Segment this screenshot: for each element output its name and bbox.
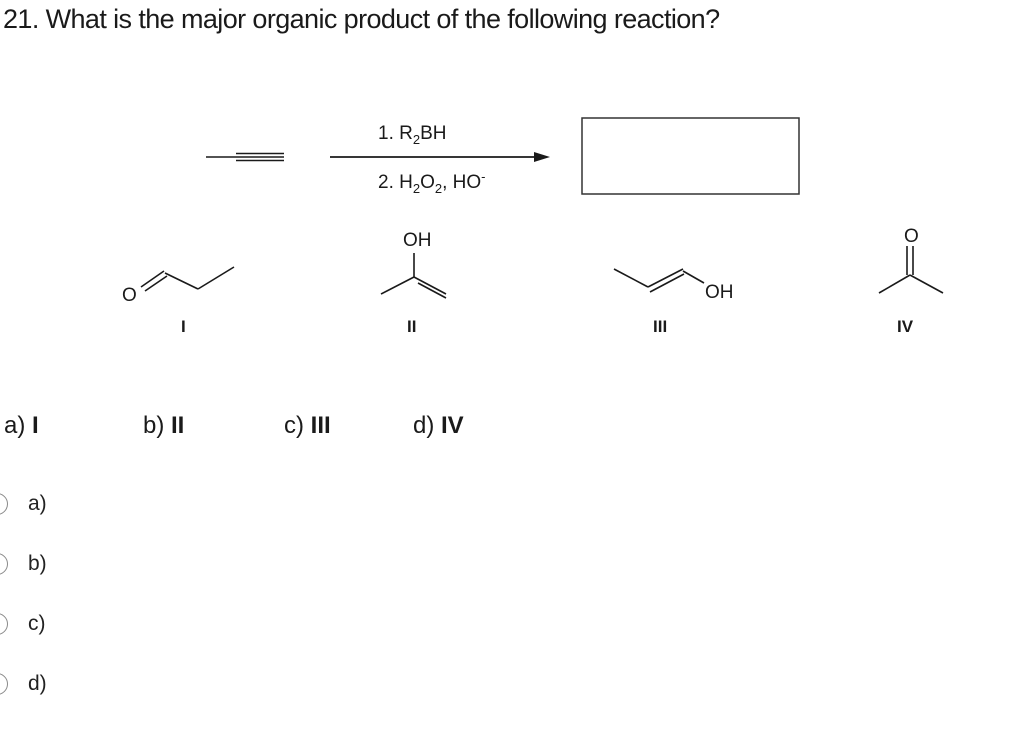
answer-option-c-label: c) [28, 612, 46, 635]
structure-iv-acetone: O IV [878, 226, 944, 336]
choice-key-c-numeral: III [310, 412, 331, 439]
answer-option-d[interactable]: d) [0, 670, 120, 700]
radio-button-b[interactable] [0, 553, 8, 575]
structure-i-oxygen: O [122, 285, 137, 306]
structure-iv-oxygen: O [904, 226, 919, 247]
choice-key-c: c) III [284, 412, 331, 440]
choice-key-d: d) IV [413, 412, 464, 440]
answer-option-a[interactable]: a) [0, 490, 120, 520]
choice-key-c-letter: c) [284, 412, 304, 439]
reaction-arrow [330, 152, 550, 162]
structure-iii-label: III [653, 317, 667, 336]
choice-key-a: a) I [4, 412, 39, 440]
choice-key-b-letter: b) [143, 412, 165, 439]
structure-ii-enol: OH II [380, 230, 447, 336]
choice-key-b: b) II [143, 412, 184, 440]
choice-key-d-letter: d) [413, 412, 435, 439]
structure-iii-hydroxyl: OH [705, 282, 734, 303]
question-text: 21. What is the major organic product of… [3, 4, 720, 34]
answer-option-c[interactable]: c) [0, 610, 120, 640]
reagent-step-1: 1. R2BH [378, 123, 447, 147]
radio-button-a[interactable] [0, 493, 8, 515]
reagent-step-2: 2. H2O2, HO- [378, 169, 486, 196]
structure-i-propanal: O I [122, 266, 235, 336]
answer-option-b[interactable]: b) [0, 550, 120, 580]
answer-option-b-label: b) [28, 552, 47, 575]
radio-button-d[interactable] [0, 673, 8, 695]
choice-key-a-numeral: I [32, 412, 39, 439]
structure-iv-label: IV [897, 317, 914, 336]
product-answer-box [581, 117, 800, 195]
reaction-scheme: 1. R2BH 2. H2O2, HO- O I OH II [122, 117, 944, 336]
structure-ii-hydroxyl: OH [403, 230, 432, 251]
answer-option-d-label: d) [28, 672, 47, 695]
structure-i-label: I [181, 317, 186, 336]
structure-iii-enol: OH III [613, 268, 734, 336]
answer-option-a-label: a) [28, 492, 47, 515]
choice-key-a-letter: a) [4, 412, 26, 439]
radio-button-c[interactable] [0, 613, 8, 635]
structure-ii-label: II [407, 317, 416, 336]
choice-key-d-numeral: IV [441, 412, 464, 439]
reactant-alkyne [206, 152, 284, 162]
choice-key-b-numeral: II [171, 412, 185, 439]
